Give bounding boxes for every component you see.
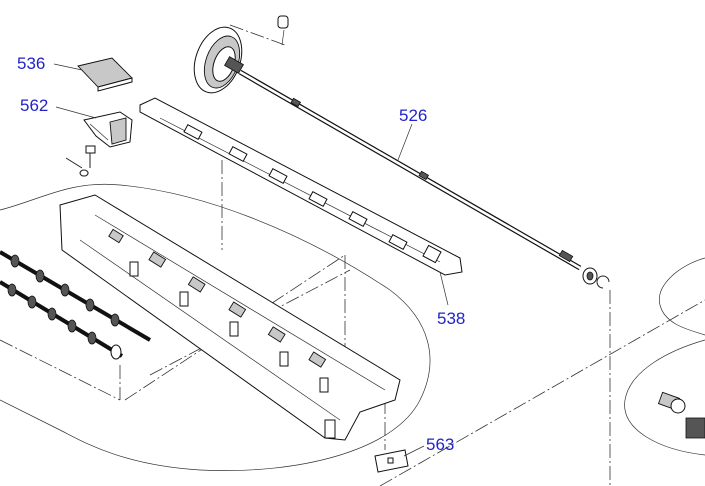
label-536: 536 [17, 54, 45, 73]
label-562: 562 [20, 96, 48, 115]
guide-line-left-1 [0, 339, 121, 401]
retaining-ring [596, 275, 610, 289]
rail-538 [139, 97, 463, 276]
frame-outline-lower-right [624, 339, 705, 456]
leader-536 [53, 63, 83, 71]
shaft-bushing-inner [586, 271, 594, 281]
label-563: 563 [426, 435, 454, 454]
shaft-assembly [193, 15, 582, 271]
sheet-563 [374, 449, 409, 473]
roller-lower [0, 280, 124, 360]
screw [85, 145, 96, 168]
guide-line-top [229, 24, 286, 46]
leader-562 [55, 106, 97, 119]
frame-outline-main [0, 183, 431, 471]
roller-upper [0, 250, 152, 342]
leader-538 [439, 271, 449, 306]
leader-563 [403, 445, 425, 457]
grounding-spring [65, 157, 89, 177]
label-526: 526 [399, 106, 427, 125]
bracket-562 [83, 111, 133, 148]
guide-line-diagonal [379, 299, 705, 486]
leader-526 [397, 123, 413, 161]
label-538: 538 [437, 309, 465, 328]
frame-assembly [59, 194, 401, 441]
frame-outline-right [659, 257, 705, 336]
pad-536 [77, 57, 133, 92]
gear-assembly-right [657, 391, 705, 439]
